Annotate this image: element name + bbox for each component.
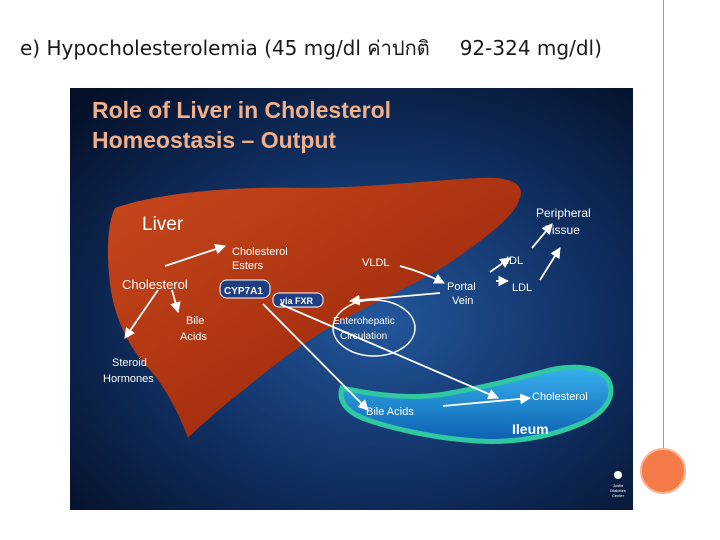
diagram-title-line1: Role of Liver in Cholesterol [92,97,391,123]
ileum-shape [338,364,614,444]
portal-vein-label-2: Vein [452,295,473,307]
arrow-to-esters [164,243,227,267]
via-fxr-label: via FXR [280,296,314,306]
liver-cholesterol-diagram: Role of Liver in Cholesterol Homeostasis… [70,88,633,510]
title-value: (45 mg/dl ค่าปกติ [264,36,430,60]
arrow-idl-to-tissue [531,223,553,249]
ldl-label: LDL [512,282,532,294]
ileum-label: Ileum [512,421,549,437]
pathway-arrows [124,223,561,411]
cholesterol-esters-label-1: Cholesterol [232,246,288,258]
cyp7a1-label: CYP7A1 [224,286,263,297]
cyp7a1-box [219,279,271,299]
joslin-logo-mark [614,471,622,479]
via-fxr-box [272,292,324,308]
diagram-canvas: Role of Liver in Cholesterol Homeostasis… [70,88,633,510]
arrow-to-idl [489,257,511,273]
enterohepatic-circle [332,299,416,357]
bile-acids-label-2: Acids [180,331,207,343]
steroid-hormones-label-2: Hormones [103,373,154,385]
arrow-ldl-to-tissue [539,247,561,281]
liver-shape [107,177,521,439]
arrow-ileum-bile-to-cholesterol [442,393,532,407]
title-label: e) Hypocholesterolemia [20,36,258,60]
enterohepatic-label-2: Circulation [340,331,387,342]
bile-acids-label-1: Bile [186,315,204,327]
decorative-line [663,0,664,448]
arrow-enterohepatic-return [348,292,441,306]
title-normal-range: 92-324 mg/dl) [459,36,602,60]
liver-label: Liver [142,214,184,235]
ileum-bile-acids-label: Bile Acids [366,406,414,418]
cholesterol-esters-label-2: Esters [232,260,264,272]
diagram-title-line2: Homeostasis – Output [92,127,336,153]
joslin-logo-text-1: Joslin [613,483,623,488]
slide-title: e) Hypocholesterolemia (45 mg/dl ค่าปกติ… [20,32,710,64]
arrow-to-bile-acids [170,289,181,314]
peripheral-tissue-label-2: Tissue [545,223,580,237]
ileum-cholesterol-label: Cholesterol [532,391,588,403]
portal-vein-label-1: Portal [447,281,476,293]
joslin-logo-text-2: Diabetes [610,488,626,493]
enterohepatic-label-1: Enterohepatic [333,316,395,327]
joslin-logo: Joslin Diabetes Center [610,471,626,498]
arrow-to-ileum-cholesterol [279,303,499,400]
arrow-to-ileum-bile [262,303,369,411]
diagram-labels: Liver Cholesterol Cholesterol Esters CYP… [103,206,591,437]
joslin-logo-text-3: Center [612,493,625,498]
decorative-circle [640,448,686,494]
arrow-vldl-to-portal [399,265,445,284]
vldl-label: VLDL [362,257,390,269]
cholesterol-label: Cholesterol [122,277,188,292]
peripheral-tissue-label-1: Peripheral [536,206,591,220]
steroid-hormones-label-1: Steroid [112,357,147,369]
idl-label: IDL [506,255,523,267]
arrow-to-steroid [124,289,159,339]
